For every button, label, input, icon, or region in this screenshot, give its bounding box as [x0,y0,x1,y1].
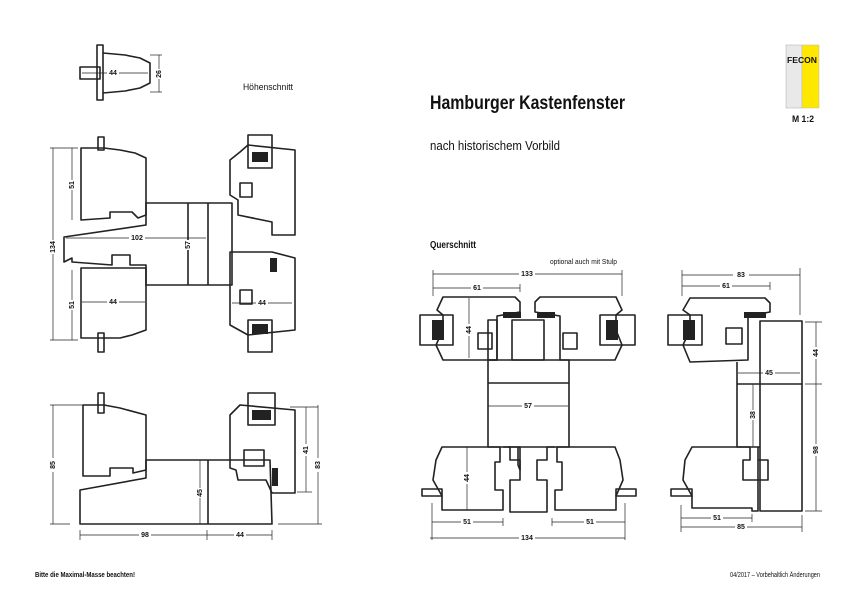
dim-label: 61 [473,285,481,292]
dim-label: 41 [303,446,310,454]
dim-label: 51 [713,515,721,522]
dim-label: 85 [737,524,745,531]
dim-label: 98 [813,446,820,454]
dim-label: 44 [464,474,471,482]
dim-label: 44 [466,326,473,334]
dim-label: 44 [109,70,117,77]
dim-label: 102 [131,235,143,242]
dim-label: 85 [50,461,57,469]
section-label-hoehenschnitt: Höhenschnitt [243,82,293,92]
drawing-sill-section: 85 45 41 83 98 44 [48,392,323,540]
footer-note: Bitte die Maximal-Masse beachten! [35,572,135,579]
fecon-logo: FECON [785,44,820,109]
dim-label: 83 [315,461,322,469]
section-label-querschnitt: Querschnitt [430,240,477,251]
dim-label: 45 [765,370,773,377]
dim-label: 45 [197,489,204,497]
dim-label: 57 [524,403,532,410]
footer-date: 04/2017 – Vorbehaltlich Änderungen [730,571,820,579]
drawing-top-piece: 44 26 [79,44,164,101]
drawing-height-section: 134 51 51 102 57 44 44 [48,134,296,353]
dim-label: 98 [141,532,149,539]
dim-label: 61 [722,283,730,290]
dim-label: 83 [737,272,745,279]
dim-label: 51 [69,301,76,309]
dim-label: 51 [586,519,594,526]
dim-label: 44 [236,532,244,539]
page-title: Hamburger Kastenfenster [430,93,626,114]
logo-text: FECON [787,56,817,65]
dim-label: 44 [813,349,820,357]
drawing-side-section: 83 61 45 38 44 98 51 85 [667,268,822,532]
dim-label: 44 [109,299,117,306]
scale-label: M 1:2 [792,114,814,124]
stulp-note: optional auch mit Stulp [550,259,617,266]
dim-label: 133 [521,271,533,278]
dim-label: 38 [750,411,757,419]
dim-label: 26 [156,70,163,78]
dim-label: 51 [69,181,76,189]
dim-label: 134 [50,241,57,253]
dim-label: 44 [258,300,266,307]
drawing-cross-section: 133 61 57 44 44 51 [419,270,637,542]
dim-label: 51 [463,519,471,526]
page-subtitle: nach historischem Vorbild [430,138,560,153]
dim-label: 57 [185,241,192,249]
dim-label: 134 [521,535,533,542]
